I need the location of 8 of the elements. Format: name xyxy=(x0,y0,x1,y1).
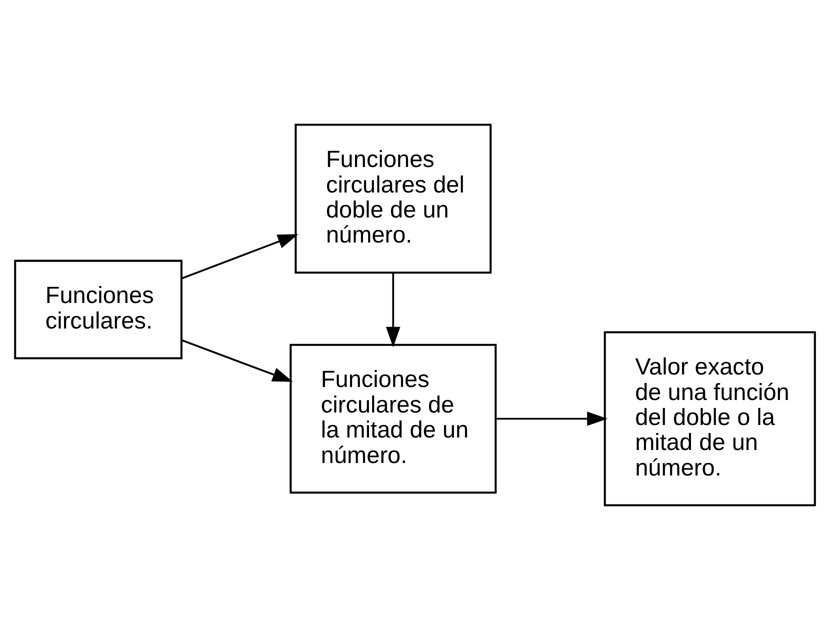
node-box: Valor exacto de una función del doble o la mitad de un número. xyxy=(604,331,816,506)
arrow xyxy=(386,272,400,348)
arrow xyxy=(182,234,298,280)
node-box: Funciones circulares. xyxy=(14,260,182,360)
node-box: Funciones circulares del doble de un número. xyxy=(294,124,492,274)
arrow xyxy=(182,339,294,382)
arrow xyxy=(496,412,608,426)
node-box: Funciones circulares de la mitad de un número. xyxy=(290,344,497,494)
